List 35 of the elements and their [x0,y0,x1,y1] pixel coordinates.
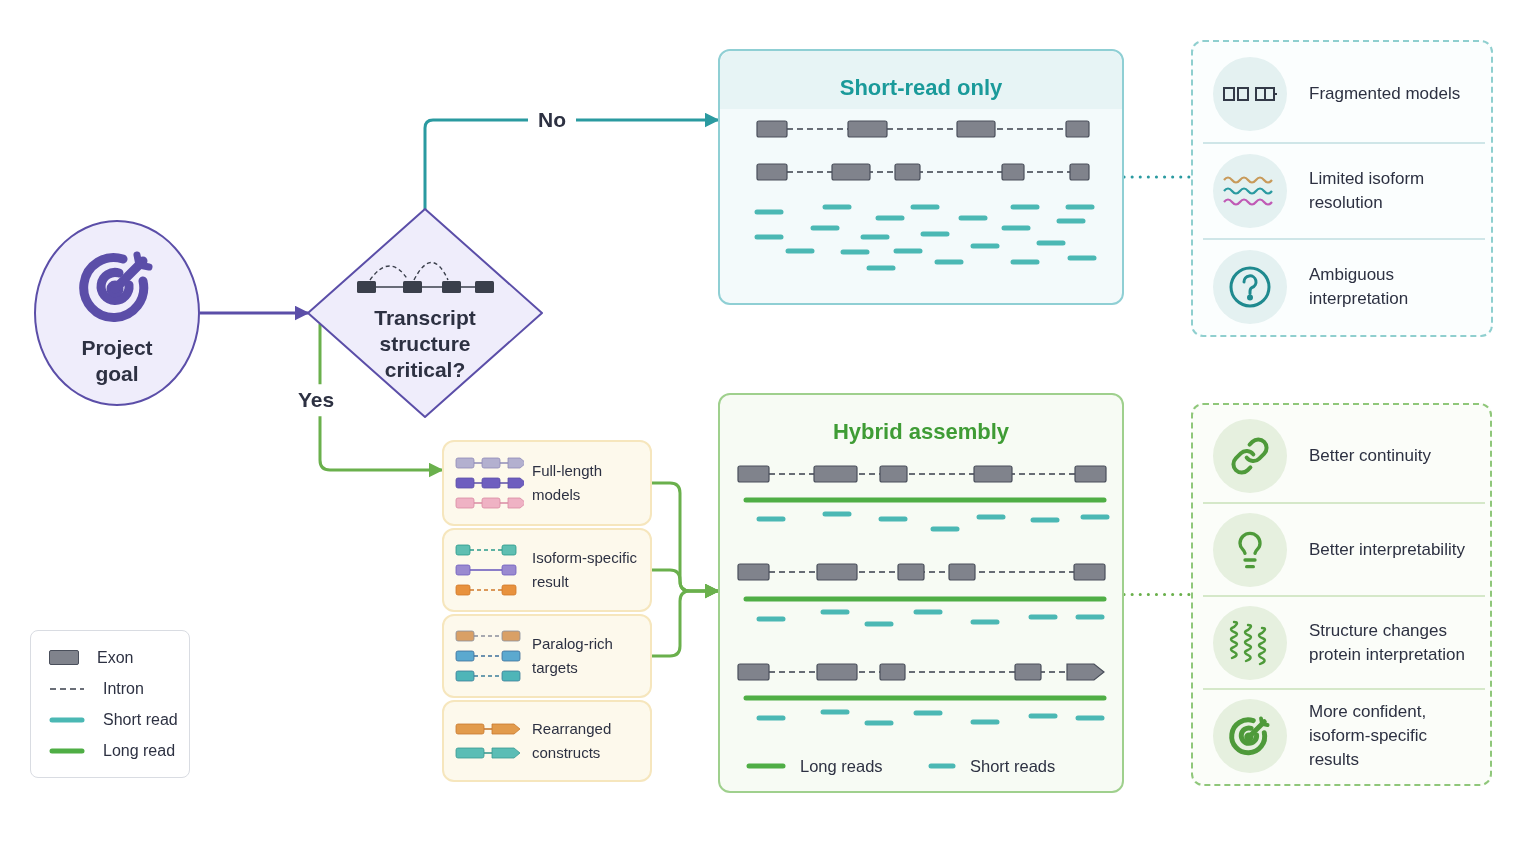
use-case-card [442,614,652,698]
item-label: Ambiguous interpretation [1309,264,1410,310]
card-label: Rearranged constructs [532,719,613,763]
use-case-card [442,440,652,526]
arrow [652,583,720,658]
arrow [200,305,310,321]
node-label: Project goal [80,335,154,387]
use-case-card [442,700,652,782]
read-type-label: Short reads [970,756,1056,777]
legend-label: Exon [97,647,134,668]
outcome-panel [1191,40,1493,337]
arrow [318,324,444,478]
item-label: Better continuity [1309,444,1432,467]
short-read-panel [718,49,1124,305]
dotted-connector [1122,593,1193,596]
card-label: Paralog-rich targets [532,634,614,678]
dotted-connector [1122,175,1193,179]
hybrid-panel [718,393,1124,793]
use-case-card [442,528,652,612]
decision-label: Transcript structure critical? [373,305,477,383]
item-label: Structure changes protein interpretation [1309,619,1466,666]
item-label: Fragmented models [1309,83,1462,105]
outcome-panel [1191,403,1492,786]
legend-label: Long read [103,740,176,761]
legend-label: Intron [103,678,144,699]
card-label: Full-length models [532,461,604,505]
item-label: Limited isoform resolution [1309,168,1426,214]
card-label: Isoform-specific result [532,548,639,592]
item-label: Better interpretability [1309,538,1466,561]
legend-label: Short read [103,709,178,730]
item-label: More confident, isoform-specific results [1309,700,1429,771]
panel-title: Hybrid assembly [832,418,1010,446]
arrow [423,112,720,210]
panel-title: Short-read only [839,74,1003,102]
read-type-label: Long reads [800,756,883,777]
